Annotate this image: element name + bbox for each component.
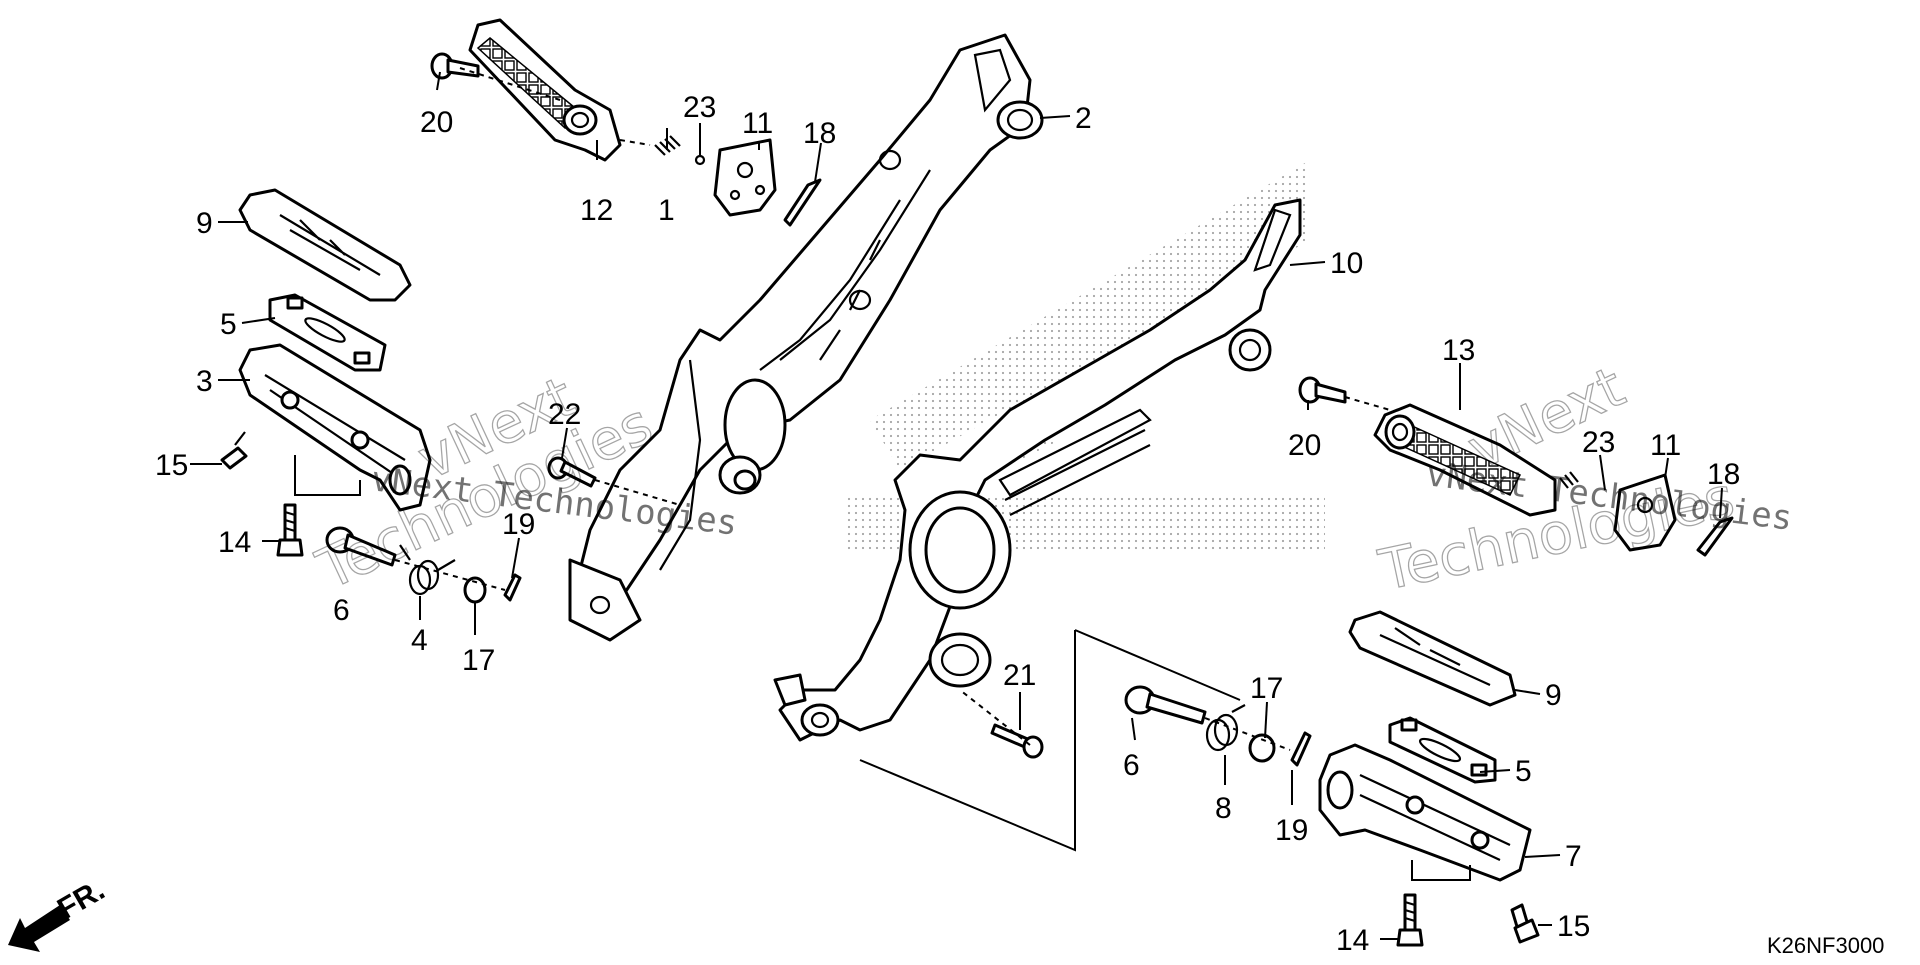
callout-1: 1 <box>658 194 675 227</box>
right-bolt-15 <box>1510 903 1540 944</box>
callout-6-right: 6 <box>1123 749 1140 782</box>
callout-5-left: 5 <box>220 308 237 341</box>
left-bolt-22 <box>547 456 597 488</box>
callout-13: 13 <box>1442 334 1475 367</box>
left-plate-5 <box>268 293 387 372</box>
left-spring-4 <box>399 544 456 596</box>
callout-18-right: 18 <box>1707 458 1740 491</box>
callout-19-left: 19 <box>502 508 535 541</box>
callout-14-left: 14 <box>218 526 251 559</box>
right-rear-step-peg <box>1373 403 1557 517</box>
right-step-holder-bracket <box>773 198 1302 742</box>
bolt-21 <box>990 723 1044 759</box>
plate-11-left <box>713 138 777 217</box>
callout-9-left: 9 <box>196 207 213 240</box>
right-pin-6 <box>1124 685 1207 725</box>
callout-21: 21 <box>1003 659 1036 692</box>
left-bolt-15 <box>220 431 248 470</box>
front-direction-indicator: FR. <box>8 873 110 952</box>
arrow-left-down-icon <box>8 905 70 952</box>
callout-10: 10 <box>1330 247 1363 280</box>
callout-17-left: 17 <box>462 644 495 677</box>
right-cotter-19 <box>1290 731 1312 767</box>
callout-7: 7 <box>1565 840 1582 873</box>
callout-22: 22 <box>548 398 581 431</box>
clip-18-left <box>783 178 822 227</box>
callout-4: 4 <box>411 624 428 657</box>
watermark-vnext-right: vNext <box>1458 355 1634 483</box>
left-pin-6 <box>325 526 397 567</box>
callout-15-left: 15 <box>155 449 188 482</box>
callout-18-left: 18 <box>803 117 836 150</box>
left-rear-step-peg <box>468 18 622 162</box>
right-plate-5 <box>1388 716 1497 784</box>
callout-11-left: 11 <box>742 107 773 140</box>
drawing-code: K26NF3000 <box>1767 933 1884 958</box>
callout-9-right: 9 <box>1545 679 1562 712</box>
assembly-leaders <box>294 455 1471 881</box>
right-rubber-9 <box>1348 610 1517 707</box>
callout-20-upper-left: 20 <box>420 106 453 139</box>
pin-20-right <box>1298 376 1347 404</box>
spring-right <box>1559 471 1579 489</box>
left-rubber-9 <box>238 188 412 302</box>
callout-5-right: 5 <box>1515 755 1532 788</box>
left-front-step-3 <box>238 343 432 512</box>
callout-23-right: 23 <box>1582 426 1615 459</box>
callout-17-right: 17 <box>1250 672 1283 705</box>
callout-15-right: 15 <box>1557 910 1590 943</box>
callout-20-right: 20 <box>1288 429 1321 462</box>
clip-18-right <box>1696 516 1734 557</box>
callout-3: 3 <box>196 365 213 398</box>
callout-19-right: 19 <box>1275 814 1308 847</box>
callout-23-left: 23 <box>683 91 716 124</box>
left-step-holder-bracket <box>568 33 1044 642</box>
right-bolt-14 <box>1396 893 1424 947</box>
callout-labels: 20 12 1 23 11 18 2 9 5 3 15 14 22 19 6 4… <box>155 91 1740 957</box>
left-bolt-14 <box>276 503 304 557</box>
callout-6-left: 6 <box>333 594 350 627</box>
callout-8: 8 <box>1215 792 1232 825</box>
callout-2: 2 <box>1075 102 1092 135</box>
callout-leaders <box>190 71 1723 940</box>
right-washer-17 <box>1248 733 1276 763</box>
spring-1 <box>654 135 681 156</box>
callout-12: 12 <box>580 194 613 227</box>
left-cotter-19 <box>503 573 522 602</box>
callout-14-right: 14 <box>1336 924 1369 957</box>
ball-23-left <box>694 154 706 166</box>
callout-11-right: 11 <box>1650 429 1681 462</box>
assembly-dashed-lines <box>394 67 1391 751</box>
right-front-step-7 <box>1318 743 1532 882</box>
right-spring-8 <box>1205 704 1246 752</box>
